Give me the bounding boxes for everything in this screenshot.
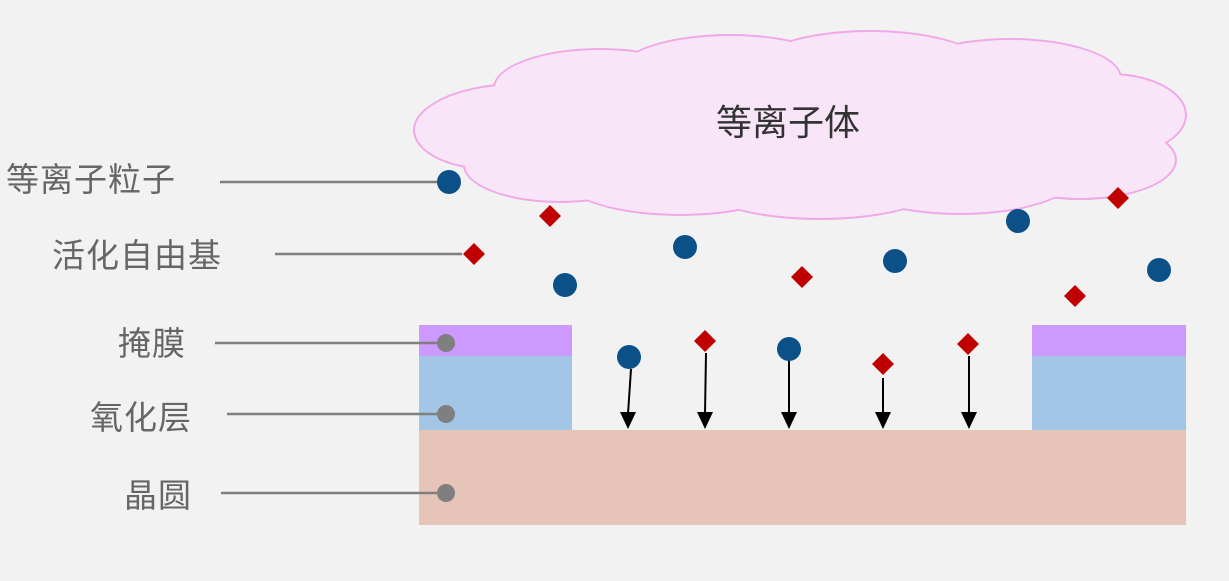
particle-icon: [617, 345, 641, 369]
radical-icon: [463, 243, 485, 265]
particle-icon: [1006, 209, 1030, 233]
leader-lines: [215, 180, 462, 502]
radical-icon: [791, 266, 813, 288]
label-plasma-particle: 等离子粒子: [6, 160, 176, 199]
radical-icon: [1064, 285, 1086, 307]
radical-icon: [957, 333, 979, 355]
label-radical: 活化自由基: [52, 236, 222, 275]
particle-icon: [1147, 258, 1171, 282]
leader-dot-icon: [437, 484, 455, 502]
arrow-down-icon: [620, 412, 636, 429]
leader-dot-icon: [437, 334, 455, 352]
particle-icon: [437, 170, 461, 194]
mask-layer-right: [1032, 325, 1186, 356]
arrow-shaft: [627, 368, 632, 415]
particle-icon: [553, 273, 577, 297]
radical-icon: [694, 330, 716, 352]
arrow-down-icon: [961, 412, 977, 429]
radical-icon: [872, 353, 894, 375]
arrow-down-icon: [781, 412, 797, 429]
label-oxide: 氧化层: [90, 398, 192, 437]
arrow-down-icon: [697, 412, 713, 429]
particle-icon: [673, 235, 697, 259]
leader-dot-icon: [437, 405, 455, 423]
wafer-layer: [419, 430, 1186, 525]
plasma-cloud: 等离子体: [413, 30, 1187, 220]
oxide-layer-right: [1032, 356, 1186, 430]
arrow-down-icon: [875, 412, 891, 429]
radical-icon: [539, 205, 561, 227]
radical-icon: [1107, 187, 1129, 209]
cloud-lobe: [490, 55, 1090, 195]
particle-icon: [883, 249, 907, 273]
etch-arrows: [620, 352, 977, 429]
plasma-label: 等离子体: [716, 103, 860, 144]
label-wafer: 晶圆: [124, 476, 192, 515]
particle-icon: [777, 337, 801, 361]
arrow-shaft: [704, 352, 707, 415]
species-group: [437, 170, 1171, 375]
label-mask: 掩膜: [118, 324, 186, 363]
